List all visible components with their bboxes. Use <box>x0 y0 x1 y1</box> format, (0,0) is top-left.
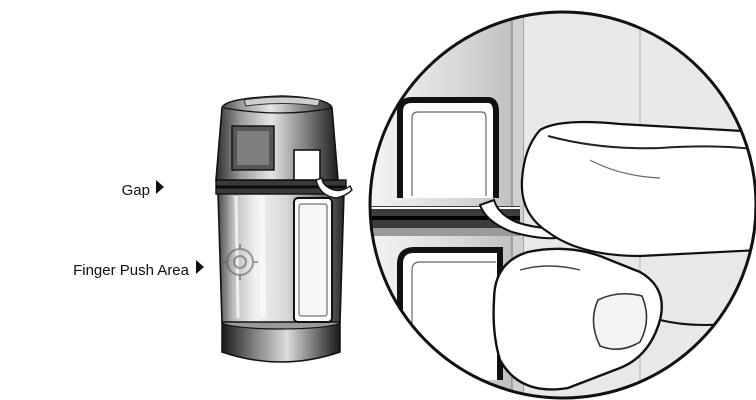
body-emblem <box>222 244 258 280</box>
canister-base <box>221 321 341 363</box>
detail-circle-outline <box>368 10 756 400</box>
detail-finger <box>492 247 663 391</box>
detail-upper-hand <box>520 120 756 258</box>
finger-push-area-label: Finger Push Area <box>73 262 190 279</box>
cap-lever-window <box>293 149 321 181</box>
gap-arrow-icon <box>156 180 164 194</box>
finger-push-area-callout: Finger Push Area <box>73 260 204 279</box>
gap-callout: Gap <box>122 180 164 199</box>
latch-tab <box>315 177 353 199</box>
finger-push-area-arrow-icon <box>196 260 204 274</box>
canister-device <box>215 95 353 363</box>
gap-label: Gap <box>122 182 150 199</box>
detail-upper-window <box>397 97 499 198</box>
magnified-detail <box>368 10 756 400</box>
